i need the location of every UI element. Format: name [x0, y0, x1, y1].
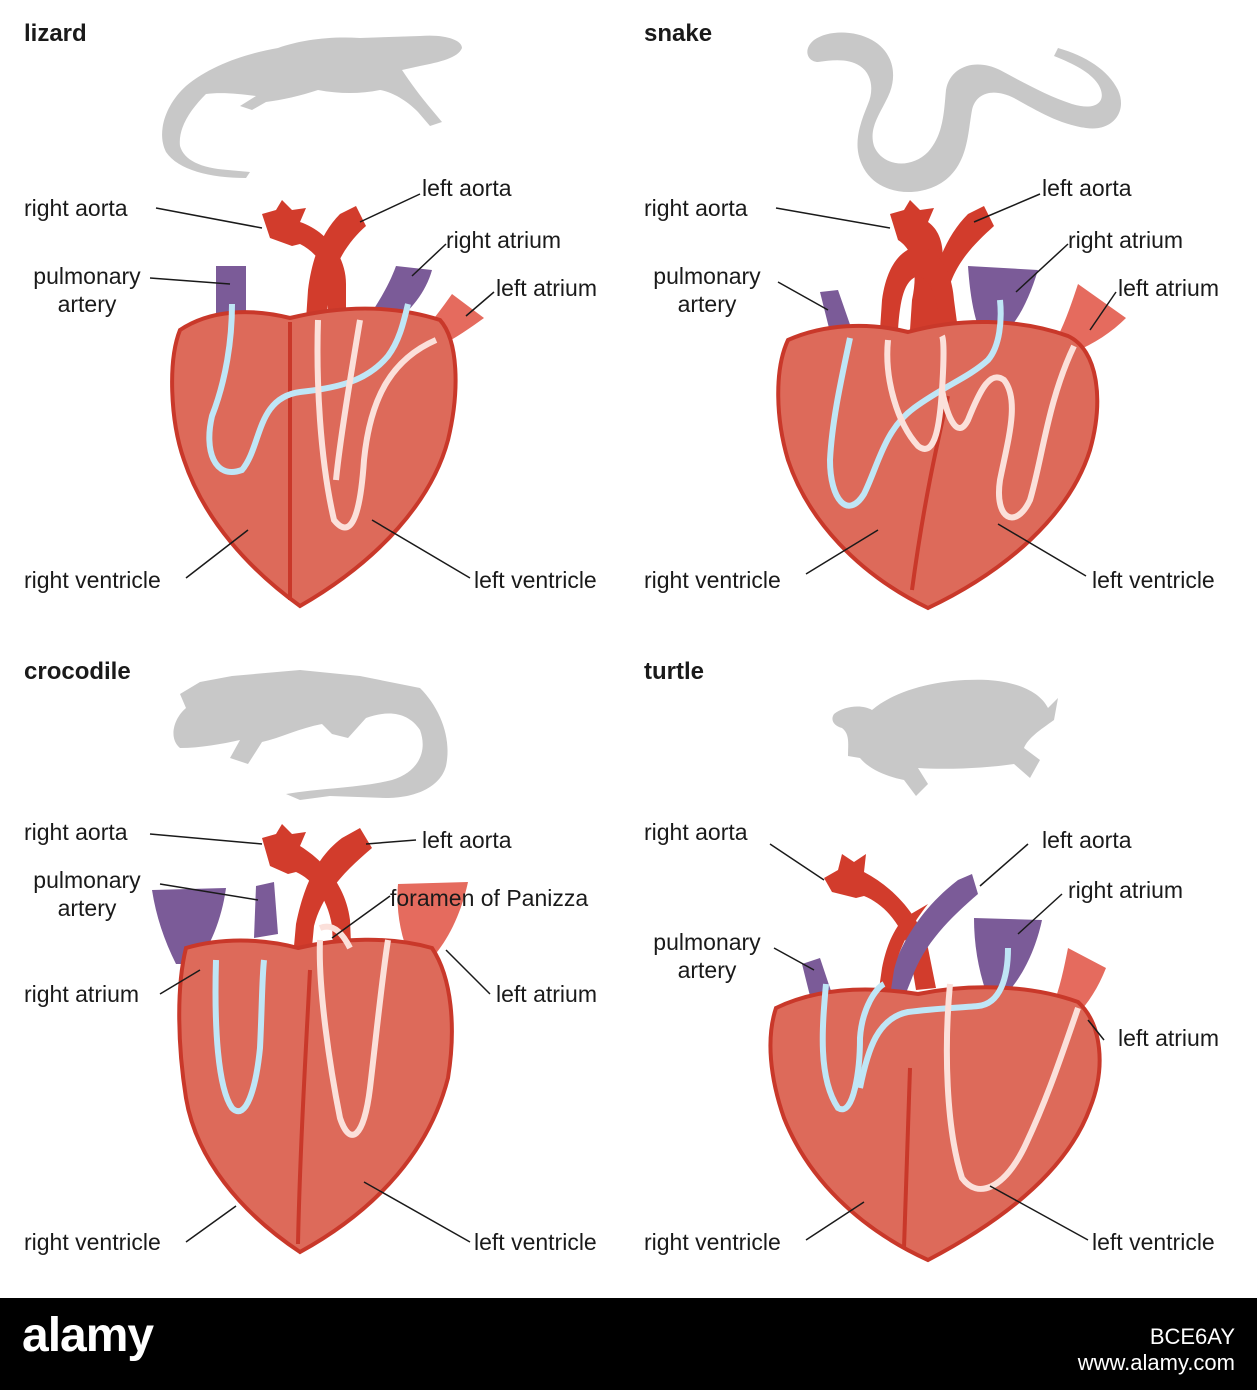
lizard-pulmonary-vessel	[216, 266, 246, 318]
turtle-diagram	[768, 679, 1106, 1263]
crocodile-right-aorta-vessel	[262, 824, 352, 968]
snake-blue-flow	[826, 299, 1004, 509]
lizard-left-aorta-label: left aorta	[422, 175, 512, 201]
lizard-pulmonary-label: pulmonary artery	[24, 262, 150, 318]
lizard-right-ventricle-label: right ventricle	[24, 567, 161, 593]
lizard-diagram	[149, 35, 495, 609]
snake-left-aorta-label: left aorta	[1042, 175, 1132, 201]
snake-title: snake	[644, 20, 713, 47]
turtle-right-atrium-label: right atrium	[1068, 877, 1184, 903]
snake-pulmonary-line2: artery	[677, 291, 737, 317]
crocodile-septum	[296, 969, 312, 1245]
lizard-pink-flow	[314, 319, 438, 531]
turtle-right-ventricle-label: right ventricle	[644, 1229, 781, 1255]
turtle-left-aorta-overlay	[878, 904, 928, 996]
snake-arch-vessel	[880, 246, 958, 330]
snake-right-atrium-label: right atrium	[1068, 227, 1184, 253]
crocodile-title: crocodile	[24, 658, 131, 685]
snake-left-atrium-label: left atrium	[1118, 275, 1219, 301]
snake-pink-flow	[884, 334, 947, 452]
crocodile-left-aorta-label: left aorta	[422, 827, 512, 853]
image-code: BCE6AY www.alamy.com	[1078, 1324, 1235, 1376]
crocodile-pulmonary-line1: pulmonary	[33, 867, 141, 893]
turtle-pulmonary-label: pulmonary artery	[644, 928, 770, 984]
snake-right-aorta-label: right aorta	[644, 195, 748, 221]
site-url: www.alamy.com	[1077, 1350, 1235, 1375]
crocodile-blue-flow	[212, 959, 267, 1114]
lizard-left-atrium-label: left atrium	[496, 275, 597, 301]
brand-logo: alamy	[22, 1309, 154, 1362]
snake-diagram	[775, 32, 1126, 611]
lizard-left-ventricle-label: left ventricle	[474, 567, 597, 593]
turtle-pulmonary-line2: artery	[677, 957, 737, 983]
turtle-septum	[902, 1067, 912, 1249]
crocodile-right-ventricle-label: right ventricle	[24, 1229, 161, 1255]
lizard-blue-flow	[206, 303, 411, 475]
lizard-leader-lines	[149, 193, 495, 579]
snake-panel: snake right aorta left aorta right atriu…	[628, 0, 1256, 650]
crocodile-heart	[177, 937, 454, 1255]
image-id: BCE6AY	[1149, 1324, 1235, 1349]
watermark-footer: alamy BCE6AY www.alamy.com	[0, 1298, 1257, 1390]
lizard-title: lizard	[24, 20, 87, 47]
turtle-right-aorta-vessel	[824, 854, 936, 990]
snake-septum	[910, 395, 950, 591]
lizard-pink-flow-2	[333, 319, 363, 481]
crocodile-pink-flow-2	[318, 923, 353, 950]
snake-right-atrium-vessel	[968, 266, 1038, 332]
snake-left-ventricle-label: left ventricle	[1092, 567, 1215, 593]
snake-pulmonary-line1: pulmonary	[653, 263, 761, 289]
crocodile-left-atrium-label: left atrium	[496, 981, 597, 1007]
turtle-left-aorta-vessel	[884, 874, 978, 998]
turtle-title: turtle	[644, 658, 704, 685]
turtle-left-atrium-label: left atrium	[1118, 1025, 1219, 1051]
turtle-leader-lines	[769, 843, 1105, 1241]
crocodile-pulmonary-vessel	[254, 882, 278, 938]
crocodile-panel: crocodile right aorta left aorta pulmona…	[0, 648, 628, 1298]
snake-heart	[776, 319, 1100, 611]
crocodile-diagram	[149, 670, 491, 1255]
snake-right-ventricle-label: right ventricle	[644, 567, 781, 593]
turtle-left-ventricle-label: left ventricle	[1092, 1229, 1215, 1255]
turtle-blue-flow-2	[857, 947, 1011, 1089]
lizard-right-aorta-label: right aorta	[24, 195, 128, 221]
crocodile-right-aorta-label: right aorta	[24, 819, 128, 845]
snake-silhouette	[807, 32, 1122, 193]
turtle-silhouette	[832, 679, 1058, 796]
crocodile-left-atrium-vessel	[397, 882, 468, 958]
lizard-left-aorta-vessel	[306, 206, 366, 320]
crocodile-right-atrium-label: right atrium	[24, 981, 140, 1007]
turtle-left-aorta-label: left aorta	[1042, 827, 1132, 853]
turtle-pink-flow	[943, 983, 1081, 1192]
snake-leader-lines	[775, 193, 1117, 577]
turtle-pulmonary-line1: pulmonary	[653, 929, 761, 955]
crocodile-leader-lines	[149, 833, 491, 1243]
lizard-pulmonary-line1: pulmonary	[33, 263, 141, 289]
crocodile-pulmonary-label: pulmonary artery	[24, 866, 150, 922]
turtle-panel: turtle right aorta left aorta right atri…	[628, 648, 1256, 1298]
crocodile-silhouette	[173, 670, 448, 800]
crocodile-pulmonary-line2: artery	[57, 895, 117, 921]
turtle-right-aorta-label: right aorta	[644, 819, 748, 845]
lizard-panel: lizard right aorta left aorta right atri…	[0, 0, 628, 650]
crocodile-left-ventricle-label: left ventricle	[474, 1229, 597, 1255]
snake-pink-flow-2	[939, 344, 1077, 521]
lizard-pulmonary-line2: artery	[57, 291, 117, 317]
lizard-right-atrium-label: right atrium	[446, 227, 562, 253]
snake-pulmonary-label: pulmonary artery	[644, 262, 770, 318]
snake-left-atrium-vessel	[1058, 284, 1126, 352]
lizard-silhouette	[162, 35, 462, 179]
crocodile-pink-flow	[316, 939, 391, 1138]
crocodile-foramen-label: foramen of Panizza	[390, 885, 589, 911]
turtle-heart	[768, 985, 1102, 1263]
lizard-right-aorta-vessel	[262, 200, 346, 320]
turtle-blue-flow	[819, 981, 886, 1113]
crocodile-left-aorta-vessel	[292, 828, 372, 968]
